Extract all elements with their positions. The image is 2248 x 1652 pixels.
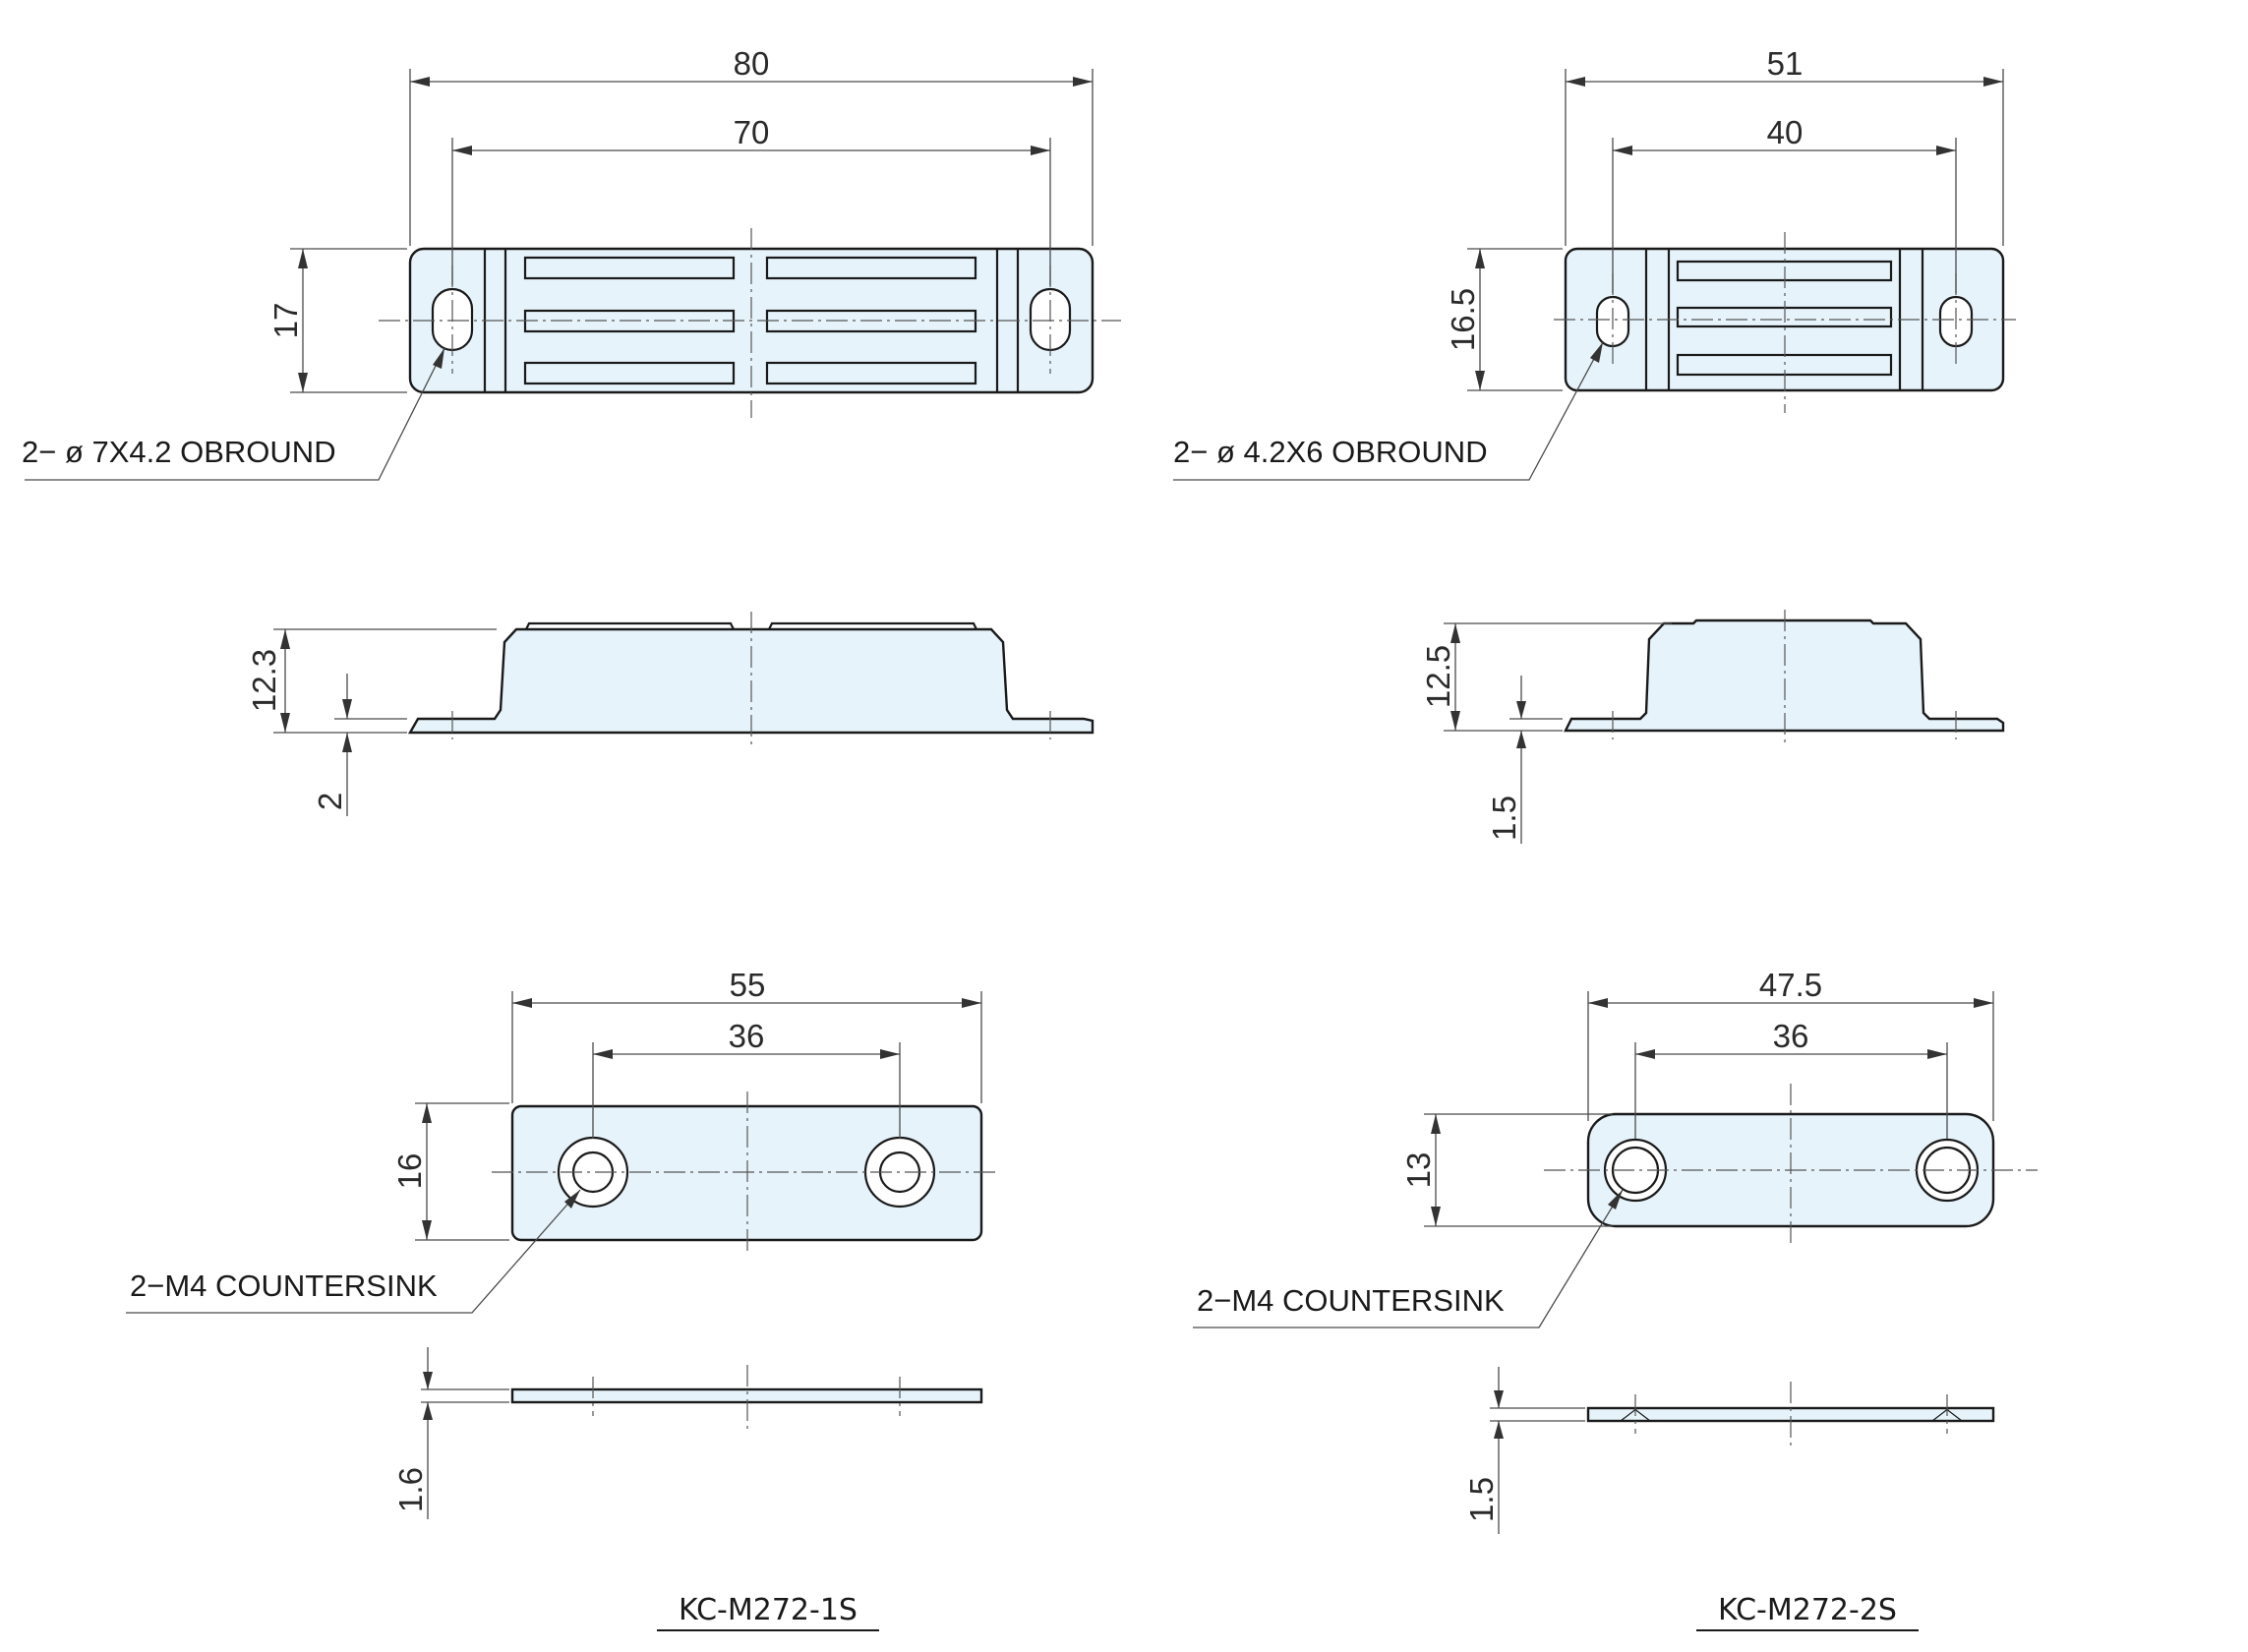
- dim-plate-thickness-2s: 1.5: [1463, 1477, 1500, 1522]
- dim-height-2s: 16.5: [1445, 288, 1481, 351]
- obround-hole-note-1s: 2− ø 7X4.2 OBROUND: [22, 435, 336, 469]
- countersink-note-1s: 2−M4 COUNTERSINK: [130, 1268, 438, 1303]
- dim-plate-thickness-1s: 1.6: [392, 1467, 429, 1512]
- dim-plate-hole-pitch-1s: 36: [729, 1018, 765, 1054]
- dim-side-height-2s: 12.5: [1420, 645, 1456, 708]
- magnet-body-side-2s: [1564, 619, 2005, 733]
- dim-plate-height-1s: 16: [391, 1153, 428, 1190]
- dim-flange-2s: 1.5: [1486, 796, 1522, 841]
- model-label-left: KC-M272-1S: [679, 1593, 858, 1627]
- plate-top-view-2s: 47.5 36 13 2−M4 COUNTERSINK: [1193, 967, 2038, 1328]
- countersink-note-2s: 2−M4 COUNTERSINK: [1197, 1283, 1505, 1318]
- plate-side-view-2s: 1.5: [1463, 1367, 1995, 1534]
- obround-hole-note-2s: 2− ø 4.2X6 OBROUND: [1173, 435, 1488, 469]
- dim-flange-1s: 2: [312, 793, 348, 810]
- model-labels: KC-M272-1S KC-M272-2S: [657, 1593, 1919, 1631]
- dim-plate-hole-pitch-2s: 36: [1773, 1018, 1809, 1054]
- top-view-1s: 80 70 17 2− ø 7X4.2 OBROUND: [22, 45, 1121, 481]
- dim-hole-pitch-1s: 70: [734, 114, 770, 150]
- top-view-2s: 51 40 16.5 2− ø 4.2X6 OBROUND: [1173, 45, 2016, 481]
- model-label-right: KC-M272-2S: [1718, 1593, 1897, 1627]
- side-view-1s: 12.3 2: [246, 612, 1094, 816]
- plate-side-view-1s: 1.6: [392, 1347, 983, 1519]
- side-view-2s: 12.5 1.5: [1420, 610, 2005, 844]
- dim-height-1s: 17: [267, 303, 304, 339]
- dim-plate-length-2s: 47.5: [1759, 967, 1822, 1003]
- dim-hole-pitch-2s: 40: [1767, 114, 1804, 150]
- dim-plate-height-2s: 13: [1400, 1152, 1437, 1189]
- dim-plate-length-1s: 55: [730, 967, 766, 1003]
- dim-overall-length-2s: 51: [1767, 45, 1804, 82]
- plate-top-view-1s: 55 36 16 2−M4 COUNTERSINK: [126, 967, 998, 1314]
- dim-overall-length-1s: 80: [734, 45, 770, 82]
- dim-side-height-1s: 12.3: [246, 649, 282, 712]
